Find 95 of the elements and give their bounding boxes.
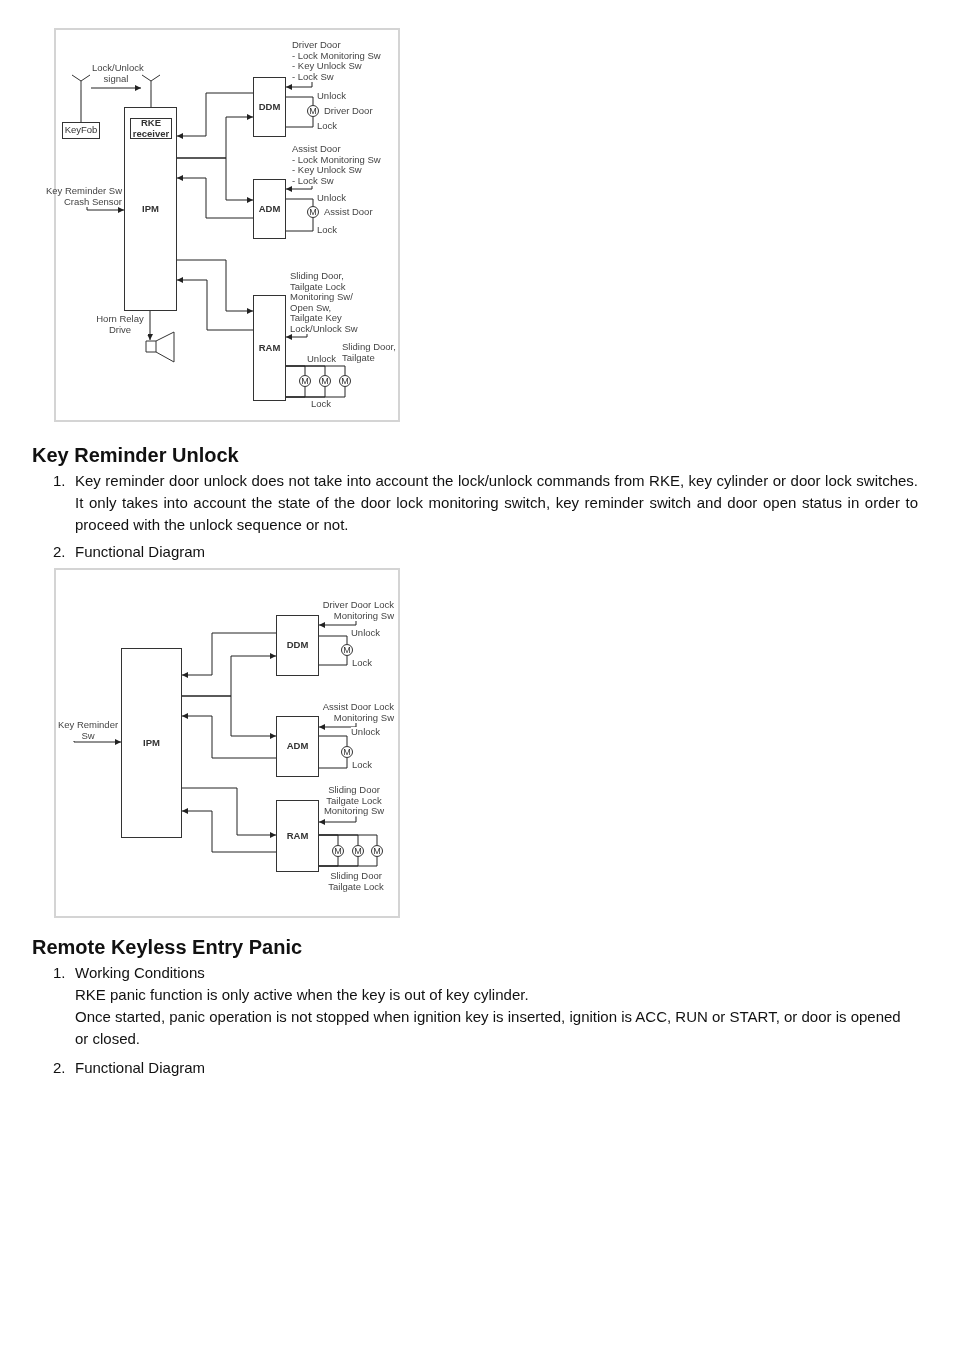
edge-label: Unlock <box>351 628 381 639</box>
body-text: Key reminder door unlock does not take into account the lock/unlock commands from RKE, key cylinder or door lock switches. It only takes into account the state of the door lock monitoring switch, key reminder switch and door open status in order to proceed with the unlock sequence or not. <box>75 471 918 535</box>
motor-symbol: M <box>319 375 331 387</box>
module-label: IPM <box>142 203 159 215</box>
edge-label: Unlock <box>317 193 347 204</box>
arrow <box>90 85 142 91</box>
motor-symbol: M <box>339 375 351 387</box>
list-number: 2. <box>53 1058 66 1078</box>
connector-line <box>318 757 348 769</box>
switch-label: Sliding Door, Tailgate Lock Monitoring Sw/ Open Sw, Tailgate Key Lock/Unlock Sw <box>290 271 362 334</box>
module-box: RKE receiver <box>130 118 172 139</box>
module-box: DDM <box>276 615 319 676</box>
edge-label: Unlock <box>351 727 381 738</box>
arrow <box>181 787 277 838</box>
edge-label: Lock <box>352 760 373 771</box>
arrow <box>176 92 254 139</box>
connector-line <box>318 834 378 846</box>
horn-icon <box>145 331 175 363</box>
module-box: KeyFob <box>62 122 100 139</box>
arrow <box>176 175 254 219</box>
switch-group-heading: Driver Door <box>292 40 342 51</box>
arrow <box>285 185 313 192</box>
body-text: Functional Diagram <box>75 1058 206 1078</box>
switch-label: Sliding Door Tailgate Lock Monitoring Sw <box>316 785 392 817</box>
motor-symbol: M <box>307 105 319 117</box>
switch-list-item: - Lock Sw <box>292 175 335 186</box>
motor-caption: Assist Door <box>324 207 373 218</box>
motor-symbol: M <box>332 845 344 857</box>
arrow <box>181 695 277 739</box>
connector-line <box>285 365 346 376</box>
motor-symbol: M <box>371 845 383 857</box>
list-number: 2. <box>53 542 66 562</box>
diagram-text: Sliding Door Tailgate Lock <box>327 871 385 892</box>
edge-label: Unlock <box>307 354 337 365</box>
section-heading: Remote Keyless Entry Panic <box>32 935 303 959</box>
connector-line <box>285 116 314 128</box>
motor-symbol: M <box>299 375 311 387</box>
arrow <box>318 722 357 730</box>
arrow <box>181 808 277 853</box>
arrow <box>73 739 122 745</box>
module-box: RAM <box>253 295 286 401</box>
motor-symbol: M <box>341 746 353 758</box>
switch-label: Key Reminder Sw <box>56 720 120 741</box>
module-box <box>124 107 177 311</box>
arrow <box>86 206 125 213</box>
antenna-icon <box>71 74 91 90</box>
module-box: ADM <box>253 179 286 239</box>
switch-group-heading: Assist Door <box>292 144 342 155</box>
arrow <box>176 157 254 203</box>
connector-line <box>285 198 314 207</box>
module-box: DDM <box>253 77 286 137</box>
arrow <box>285 81 313 90</box>
arrow <box>147 310 153 341</box>
arrow <box>181 632 277 678</box>
edge-label: Lock <box>352 658 373 669</box>
module-box: RAM <box>276 800 319 872</box>
connector-line <box>285 386 346 398</box>
motor-symbol: M <box>307 206 319 218</box>
arrow <box>318 816 357 825</box>
body-text: Once started, panic operation is not stopped when ignition key is inserted, ignition is ACC, RUN or START, or door is opened or closed. <box>75 1007 902 1049</box>
module-box: ADM <box>276 716 319 777</box>
edge-label: Unlock <box>317 91 347 102</box>
connector-line <box>318 635 348 645</box>
edge-label: Lock <box>311 399 332 410</box>
connector-line <box>318 655 348 666</box>
motor-symbol: M <box>341 644 353 656</box>
diagram-text: Sliding Door, Tailgate <box>342 342 397 363</box>
module-box: IPM <box>121 648 182 838</box>
connector-line <box>318 856 378 867</box>
connector-line <box>318 735 348 747</box>
antenna-icon <box>141 74 161 90</box>
switch-list-item: - Lock Monitoring Sw <box>292 154 382 165</box>
body-text: RKE panic function is only active when the key is out of key cylinder. <box>75 985 529 1005</box>
switch-label: Key Reminder Sw Crash Sensor <box>38 186 122 207</box>
section-heading: Key Reminder Unlock <box>32 443 239 467</box>
switch-list-item: - Key Unlock Sw <box>292 165 362 176</box>
connector-line <box>80 89 82 123</box>
edge-label: Lock <box>317 121 338 132</box>
arrow <box>176 259 254 314</box>
arrow <box>176 277 254 331</box>
body-text: Functional Diagram <box>75 542 206 562</box>
arrow <box>285 333 308 340</box>
list-number: 1. <box>53 963 66 983</box>
connector-line <box>285 217 314 232</box>
edge-label: Lock <box>317 225 338 236</box>
arrow <box>318 620 357 628</box>
motor-symbol: M <box>352 845 364 857</box>
connector-line <box>285 96 314 106</box>
body-text: Working Conditions <box>75 963 205 983</box>
motor-caption: Driver Door <box>324 106 373 117</box>
list-number: 1. <box>53 471 66 491</box>
switch-list-item: - Lock Monitoring Sw <box>292 50 382 61</box>
switch-list-item: - Lock Sw <box>292 71 335 82</box>
switch-list-item: - Key Unlock Sw <box>292 61 362 72</box>
arrow <box>181 713 277 759</box>
